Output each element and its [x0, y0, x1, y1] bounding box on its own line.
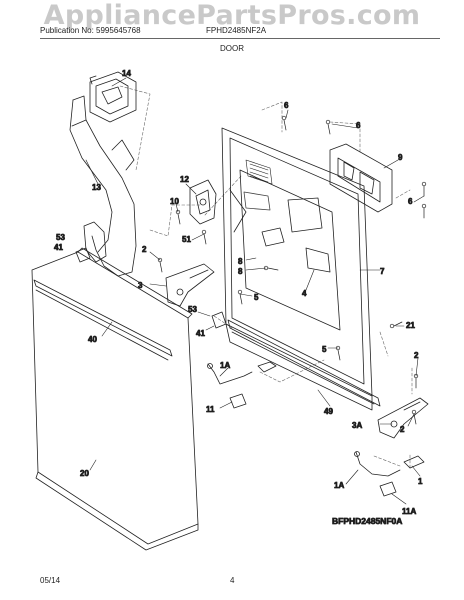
door-latch-part-12	[189, 179, 217, 225]
hinge-part-3	[165, 263, 215, 307]
callout-8: 8	[238, 267, 243, 276]
vent-assembly-part-14	[89, 71, 137, 123]
inner-door-panel-part-7	[221, 127, 373, 411]
handle-trim-part-40	[33, 279, 173, 361]
callout-6: 6	[356, 121, 361, 130]
callout-12: 12	[180, 175, 189, 184]
callout-41: 41	[54, 243, 63, 252]
callout-9: 9	[398, 153, 403, 162]
model-number: FPHD2485NF2A	[206, 26, 267, 35]
publication-number: Publication No: 5995645768	[40, 26, 141, 35]
section-title: DOOR	[220, 44, 244, 53]
callout-7: 7	[380, 267, 385, 276]
vent-duct-part-13	[69, 95, 137, 277]
callout-1: 1	[418, 477, 423, 486]
callout-10: 10	[170, 197, 179, 206]
callout-1A: 1A	[334, 481, 344, 490]
callout-14: 14	[122, 69, 131, 78]
bracket-part-53	[75, 247, 227, 329]
callout-51: 51	[182, 235, 191, 244]
assembly-guide-lines	[119, 85, 413, 471]
callout-3A: 3A	[352, 421, 362, 430]
callout-6: 6	[284, 101, 289, 110]
callout-20: 20	[80, 469, 89, 478]
header-rule	[40, 38, 440, 39]
footer-date: 05/14	[40, 576, 61, 585]
callout-1A: 1A	[220, 361, 230, 370]
control-panel-part-9	[329, 143, 393, 213]
wire-harness-upper	[207, 361, 277, 409]
watermark: AppliancePartsPros.com	[43, 0, 421, 31]
screws	[157, 115, 427, 425]
bottom-trim-part-49	[227, 319, 381, 407]
callout-5: 5	[322, 345, 327, 354]
callout-3: 3	[138, 281, 143, 290]
diagram-code: BFPHD2485NF0A	[332, 516, 402, 526]
callout-11A: 11A	[402, 507, 416, 516]
callout-53: 53	[56, 233, 65, 242]
wire-harness-lower	[354, 451, 425, 497]
callout-labels: 14 13 6 6 9 6 12 10 2 51 8 8 7 53 41 3 4…	[54, 69, 424, 517]
callout-8: 8	[238, 257, 243, 266]
leader-lines	[85, 77, 425, 505]
callout-6: 6	[408, 197, 413, 206]
callout-5: 5	[254, 293, 259, 302]
callout-2: 2	[142, 245, 147, 254]
footer-page-number: 4	[230, 576, 235, 585]
callout-41: 41	[196, 329, 205, 338]
callout-40: 40	[88, 335, 97, 344]
callout-13: 13	[92, 183, 101, 192]
callout-53: 53	[188, 305, 197, 314]
callout-2: 2	[414, 351, 419, 360]
callout-2: 2	[400, 425, 405, 434]
outer-door-panel-part-20	[31, 247, 199, 551]
callout-21: 21	[406, 321, 415, 330]
callout-49: 49	[324, 407, 333, 416]
callout-11: 11	[206, 405, 215, 414]
vent-grille	[245, 159, 273, 185]
callout-4: 4	[302, 289, 307, 298]
